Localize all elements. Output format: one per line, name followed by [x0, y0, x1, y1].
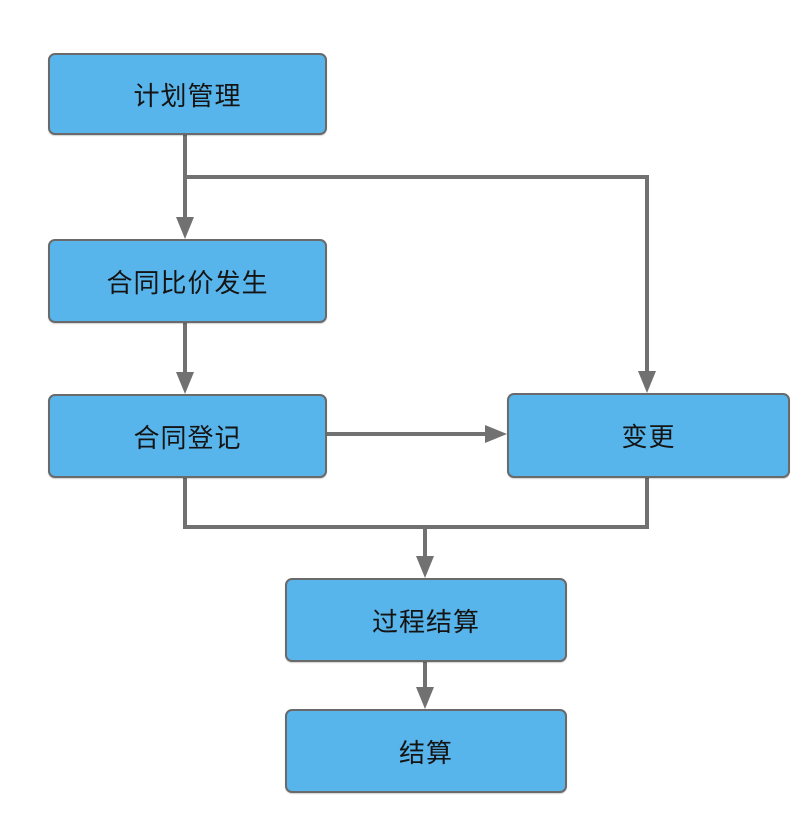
edge-plan-to-change-horizontal: [183, 175, 649, 179]
node-change: 变更: [507, 393, 790, 478]
node-change-label: 变更: [621, 422, 676, 452]
arrowhead-down-icon: [176, 217, 194, 239]
arrowhead-down-icon: [176, 372, 194, 394]
edge-process-to-settlement: [423, 662, 427, 689]
edge-registration-to-change: [327, 432, 487, 436]
edge-comparison-to-registration: [183, 323, 187, 374]
node-plan-management: 计划管理: [48, 53, 327, 135]
node-contract-registration-label: 合同登记: [133, 422, 242, 453]
arrowhead-down-icon: [416, 687, 434, 709]
edge-plan-to-change-vertical: [645, 175, 649, 373]
node-settlement-label: 结算: [398, 737, 453, 768]
edge-change-to-merge: [645, 478, 649, 529]
arrowhead-right-icon: [485, 425, 507, 443]
node-contract-price-comparison: 合同比价发生: [48, 239, 327, 323]
edge-merge-to-process-settlement: [423, 529, 427, 558]
node-settlement: 结算: [285, 709, 567, 793]
node-contract-registration: 合同登记: [48, 394, 327, 478]
node-plan-management-label: 计划管理: [133, 80, 242, 111]
edge-registration-to-merge: [183, 478, 187, 529]
arrowhead-down-icon: [638, 371, 656, 393]
arrowhead-down-icon: [416, 556, 434, 578]
node-process-settlement: 过程结算: [285, 578, 567, 662]
edge-merge-horizontal: [183, 525, 649, 529]
node-contract-price-comparison-label: 合同比价发生: [106, 267, 269, 298]
node-process-settlement-label: 过程结算: [371, 606, 480, 637]
